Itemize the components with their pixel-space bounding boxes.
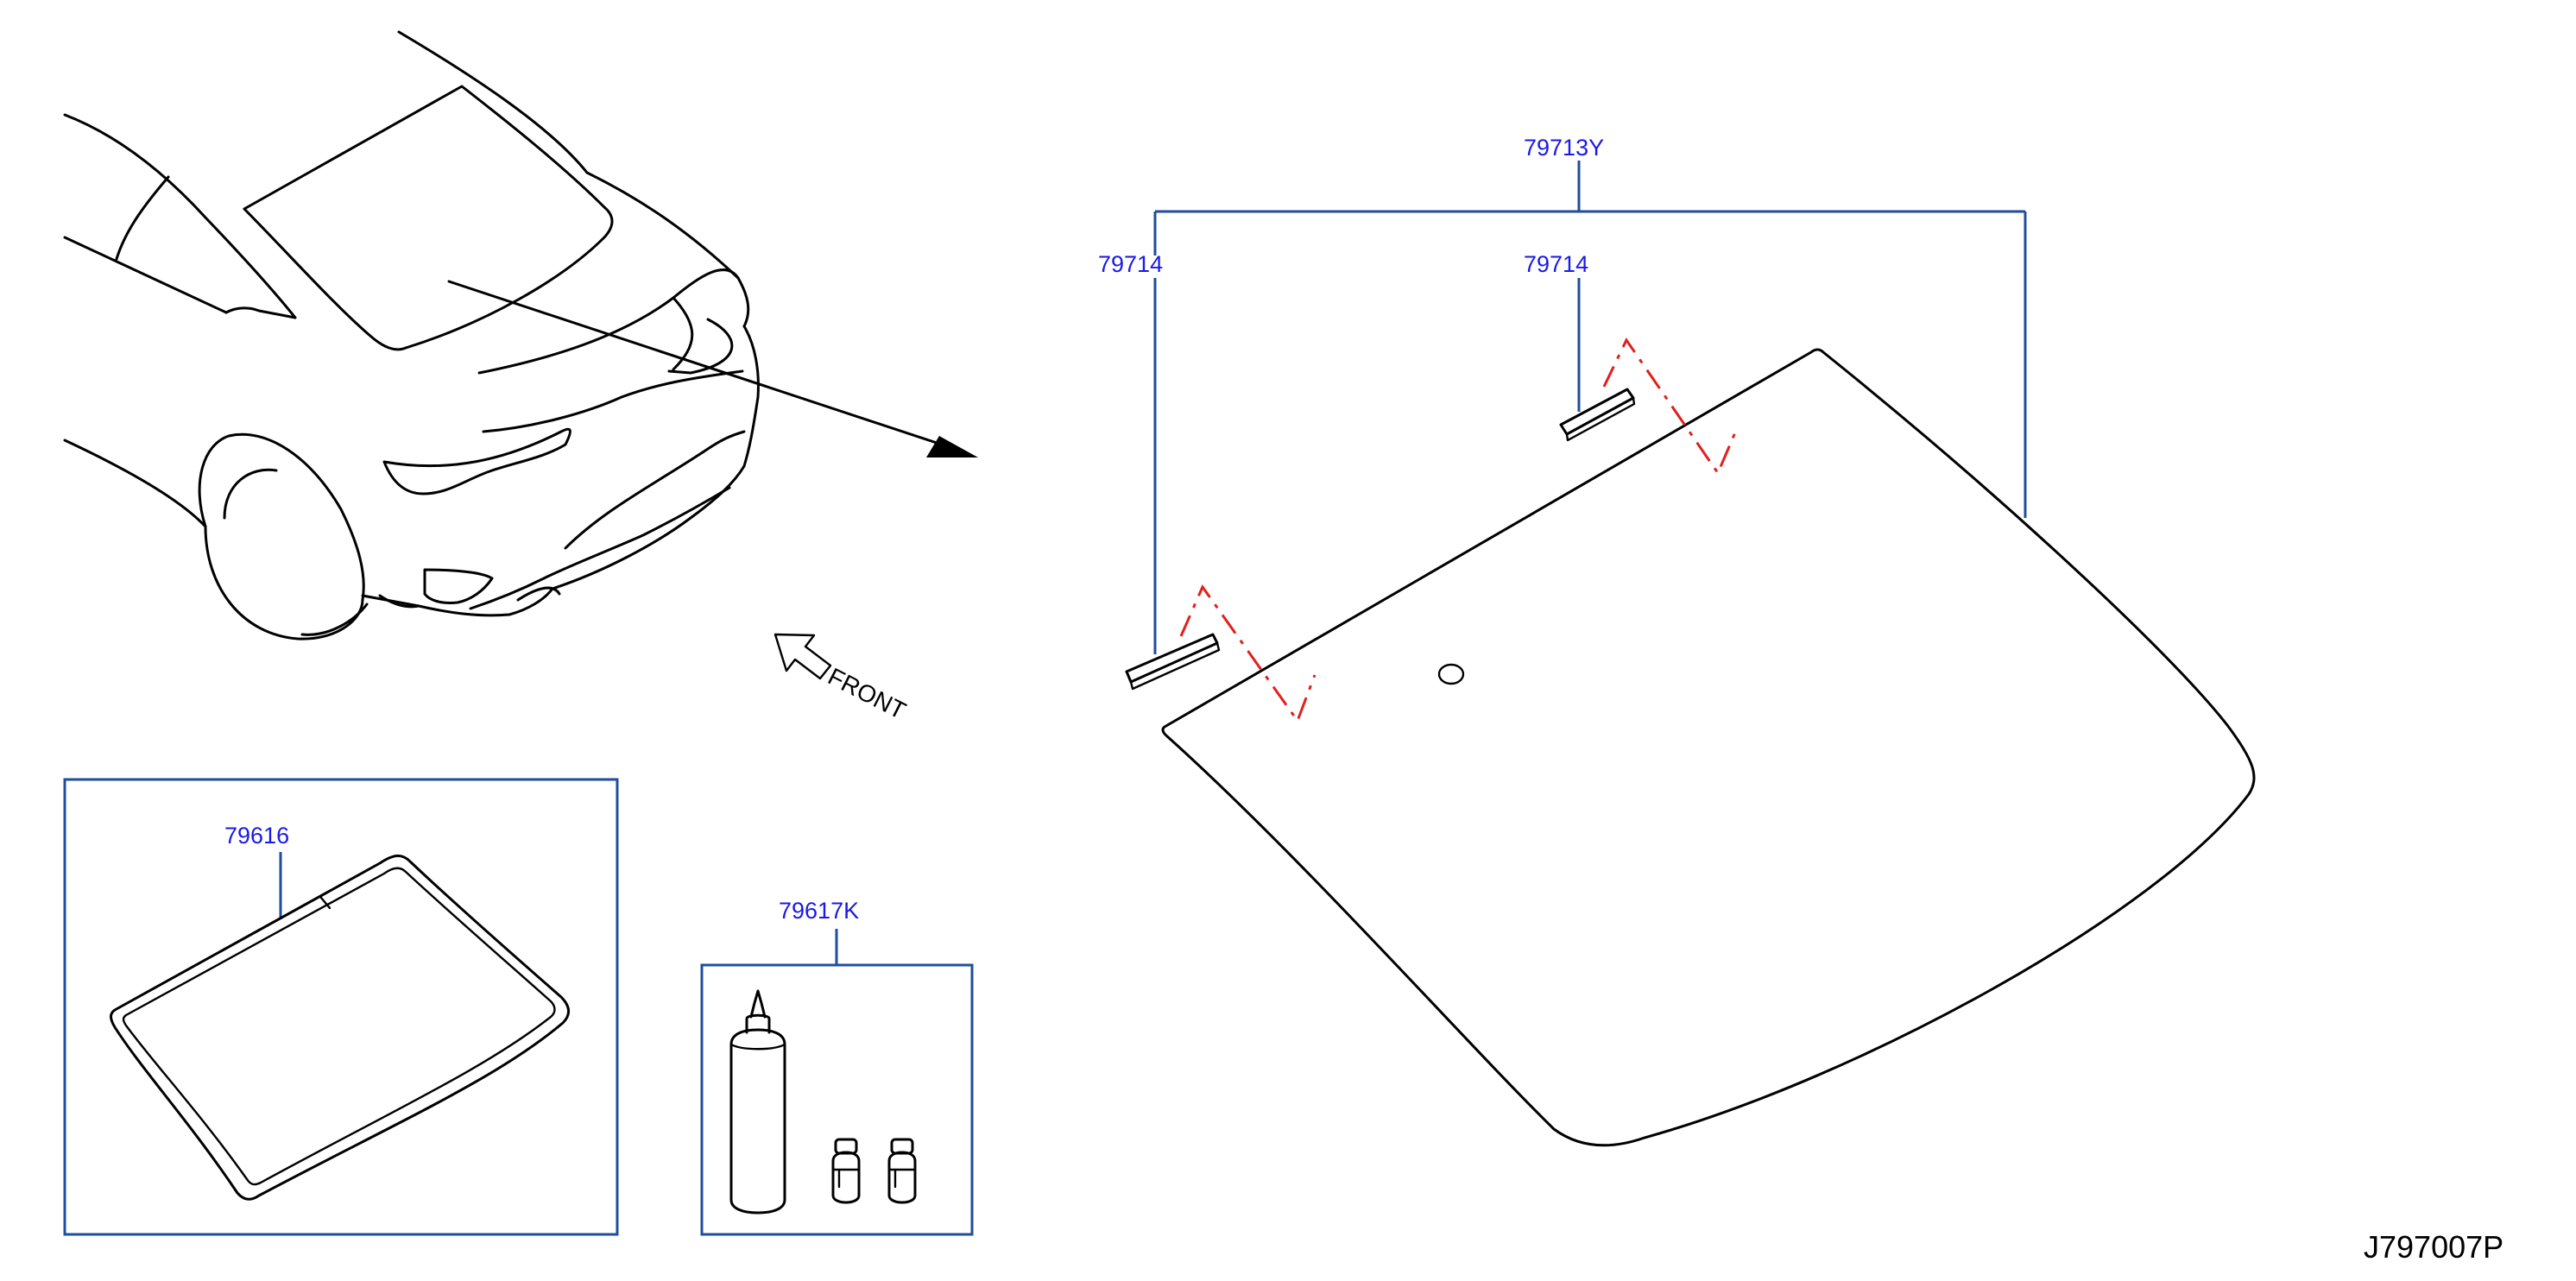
adhesive-cartridge-icon <box>729 989 786 1215</box>
view-arrow <box>447 280 978 458</box>
drawing-code: J797007P <box>2364 1229 2503 1265</box>
dam-rubber-outer <box>110 855 570 1201</box>
front-label: FRONT <box>824 663 910 724</box>
sensor-mount <box>1437 663 1465 685</box>
callout-79616: 79616 <box>224 823 289 849</box>
install-paths <box>1179 338 1739 724</box>
adhesive-kit-panel: 79617K <box>700 898 974 1236</box>
callout-79617K: 79617K <box>779 898 859 924</box>
arrowhead-icon <box>926 436 978 458</box>
callout-79714-left: 79714 <box>1098 251 1163 277</box>
windshield-glass <box>1161 348 2256 1147</box>
dam-rubber-inner <box>122 867 556 1186</box>
primer-bottle-icon-1 <box>831 1138 861 1204</box>
callout-79714-right: 79714 <box>1524 251 1588 277</box>
callout-leaders <box>1153 161 2027 654</box>
callout-79713Y: 79713Y <box>1524 135 1604 161</box>
retainer-left <box>1125 633 1221 691</box>
primer-bottle-icon-2 <box>887 1138 917 1204</box>
dam-rubber-panel: 79616 <box>63 778 619 1236</box>
front-arrow-icon <box>773 633 832 680</box>
retainer-right <box>1559 388 1636 442</box>
vehicle-sketch <box>63 30 760 640</box>
front-direction-indicator: FRONT <box>773 633 910 724</box>
